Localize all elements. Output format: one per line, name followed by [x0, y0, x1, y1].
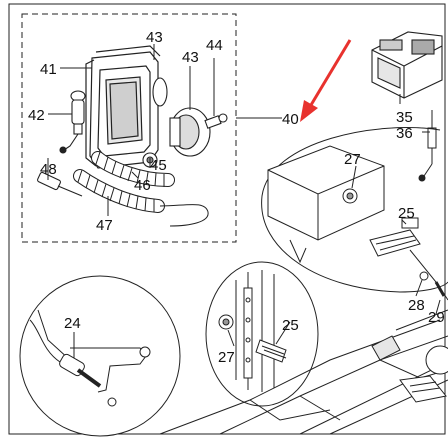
callout-42: 42 [28, 107, 45, 124]
callout-48: 48 [40, 161, 57, 178]
bulb-42 [59, 90, 86, 154]
callout-25-right: 25 [398, 205, 415, 222]
callout-29: 29 [428, 309, 445, 326]
callout-46: 46 [134, 177, 151, 194]
cart-frame-lines [159, 309, 448, 435]
callout-40: 40 [282, 111, 299, 128]
detail-circle-left [19, 275, 181, 437]
leader-lines [47, 44, 441, 358]
callout-24: 24 [64, 315, 81, 332]
callout-27-center: 27 [218, 349, 235, 366]
plug-48 [37, 171, 83, 197]
detail-circle-center [205, 261, 319, 407]
hose-47 [73, 169, 209, 227]
callout-27-right: 27 [344, 151, 361, 168]
callout-45: 45 [150, 157, 167, 174]
lamp-assembly-dashed-box [21, 13, 248, 243]
lamp-housing [85, 45, 161, 169]
callout-43-right: 43 [182, 49, 199, 66]
reflector-43 [152, 77, 211, 157]
callout-41: 41 [40, 61, 57, 78]
callout-36: 36 [396, 125, 413, 142]
callout-35: 35 [396, 109, 413, 126]
latch-24 [59, 353, 117, 407]
callout-43-top: 43 [146, 29, 163, 46]
outer-frame [8, 3, 446, 435]
callout-28: 28 [408, 297, 425, 314]
hose-46 [91, 151, 175, 187]
callout-47: 47 [96, 217, 113, 234]
screw-44 [204, 113, 228, 129]
callout-44: 44 [206, 37, 223, 54]
component-36 [418, 110, 437, 182]
callout-25-center: 25 [282, 317, 299, 334]
component-35 [371, 31, 443, 99]
red-indicator-arrow [300, 39, 352, 122]
